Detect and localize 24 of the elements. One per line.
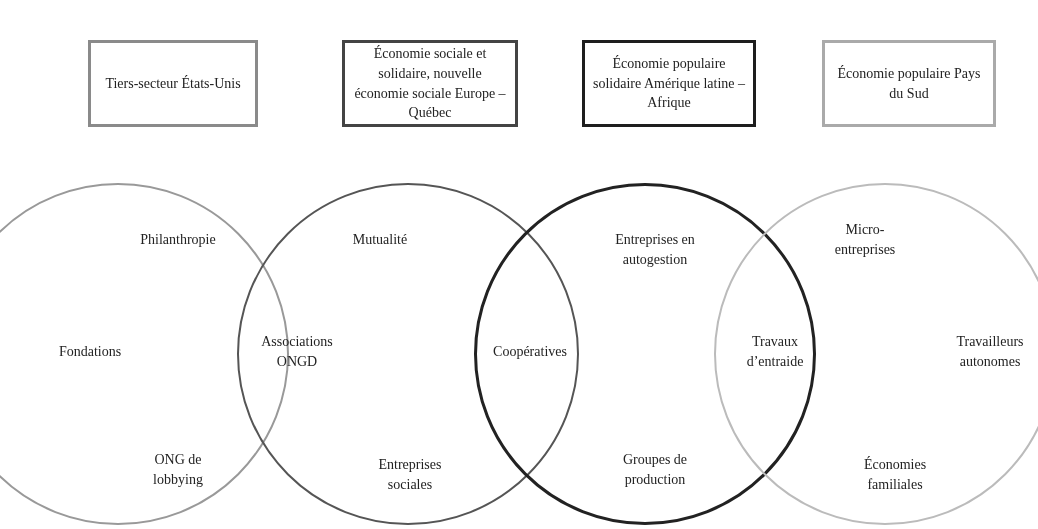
box-label: Économie sociale et solidaire, nouvelle économie sociale Europe – Québec xyxy=(353,44,507,123)
venn-circle xyxy=(474,183,816,525)
venn-circle xyxy=(714,183,1038,525)
overlap-label: Travaux d’entraide xyxy=(745,332,805,371)
venn-circle xyxy=(237,183,579,525)
circle-label: Micro-entreprises xyxy=(833,220,897,259)
circle-label: Mutualité xyxy=(351,230,409,249)
overlap-label: Associations ONGD xyxy=(260,332,334,371)
circle-label: Groupes de production xyxy=(621,450,689,489)
overlap-label: Coopératives xyxy=(492,342,568,361)
category-box xyxy=(88,40,258,127)
circle-label: Économies familiales xyxy=(862,455,928,494)
category-box xyxy=(582,40,756,127)
circle-label: Entreprises sociales xyxy=(377,455,443,494)
circle-label: Entreprises en autogestion xyxy=(614,230,696,269)
circle-label: Travailleurs autonomes xyxy=(955,332,1025,371)
category-box xyxy=(822,40,996,127)
category-box xyxy=(342,40,518,127)
circle-label: Philanthropie xyxy=(139,230,217,249)
box-label: Économie populaire solidaire Amérique latine – Afrique xyxy=(593,54,745,113)
box-label: Économie populaire Pays du Sud xyxy=(836,64,982,103)
box-label: Tiers-secteur États-Unis xyxy=(105,74,241,93)
circle-label: ONG de lobbying xyxy=(152,450,204,489)
circle-label: Fondations xyxy=(57,342,123,361)
